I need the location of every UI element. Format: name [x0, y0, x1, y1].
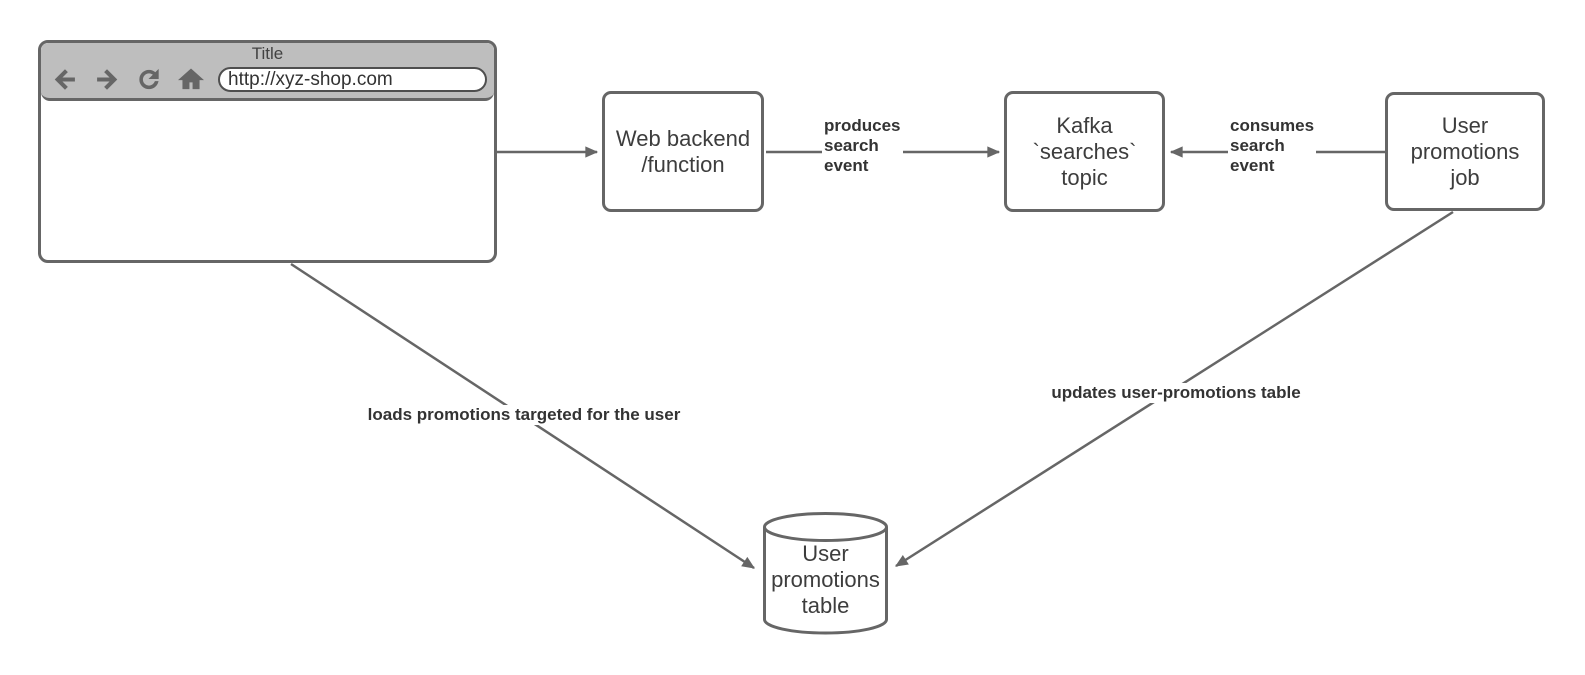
node-web-backend: Web backend /function [602, 91, 764, 212]
browser-title: Title [251, 44, 284, 63]
browser-header: Title http://xyz-shop.com [41, 43, 494, 101]
node-label-line: User [1441, 112, 1489, 138]
node-label-line: Web backend [615, 125, 751, 151]
home-icon [176, 66, 206, 93]
url-text: http://xyz-shop.com [228, 68, 393, 90]
node-label-line: /function [641, 151, 725, 177]
url-bar: http://xyz-shop.com [218, 66, 487, 92]
node-label-line: `searches` [1032, 138, 1137, 164]
browser-toolbar: http://xyz-shop.com [41, 63, 494, 94]
edge-label-produces: produces search event [822, 116, 903, 176]
node-label-line: topic [1061, 164, 1108, 190]
node-label-line: job [1450, 164, 1480, 190]
node-label-line: Kafka [1056, 112, 1113, 138]
forward-icon [92, 66, 122, 93]
edge-label-loads: loads promotions targeted for the user [365, 405, 683, 425]
node-label-line: promotions [1410, 138, 1520, 164]
edge-label-consumes: consumes search event [1228, 116, 1317, 176]
refresh-icon [134, 66, 164, 93]
back-icon [50, 66, 80, 93]
node-user-promotions-table-label: User promotions table [760, 541, 891, 619]
node-kafka-topic: Kafka `searches` topic [1004, 91, 1165, 212]
node-user-promotions-job: User promotions job [1385, 92, 1545, 211]
node-label-line: promotions [771, 567, 880, 592]
node-label-line: User [802, 541, 849, 566]
node-label-line: table [801, 593, 850, 618]
browser-window-node: Title http://xyz-shop.com [38, 40, 497, 263]
edge-label-updates: updates user-promotions table [1049, 383, 1303, 403]
